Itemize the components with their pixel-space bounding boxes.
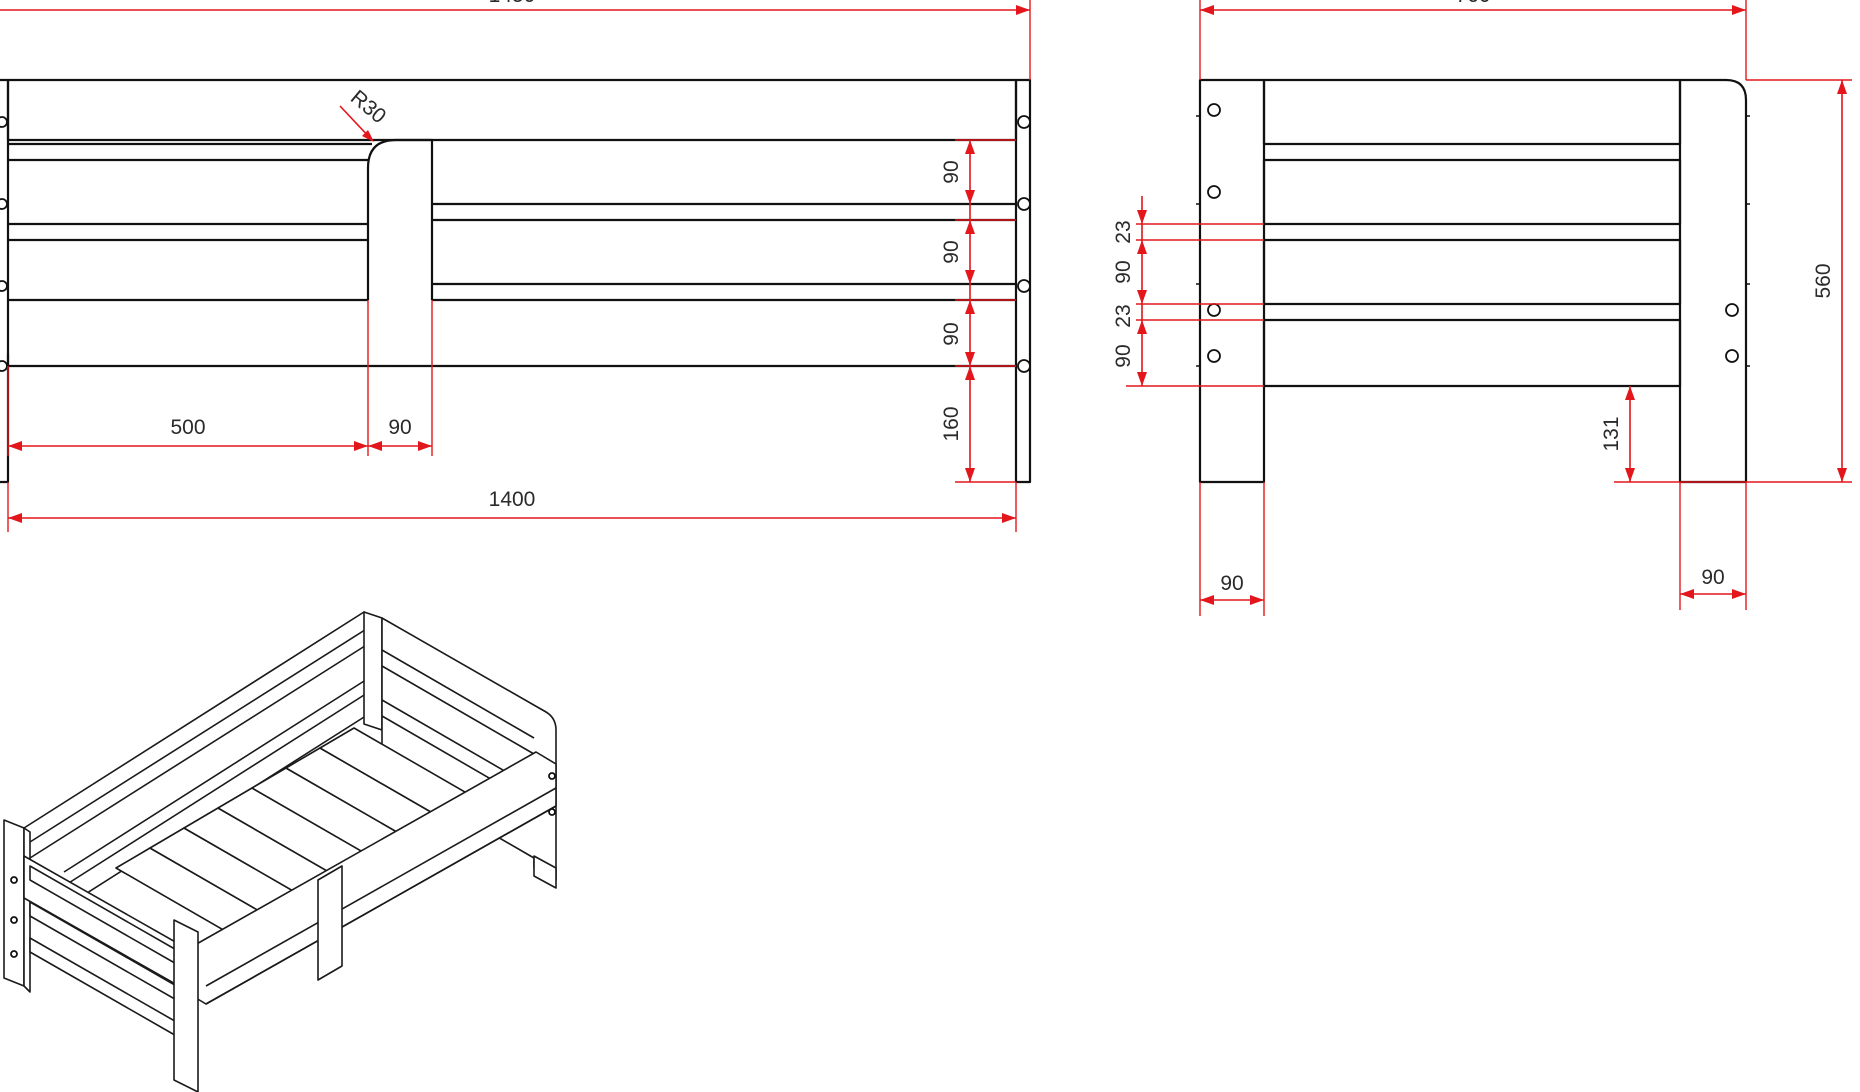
dim-front-guard-width: 90 — [388, 416, 411, 439]
dim-front-clearance: 160 — [940, 406, 963, 441]
dim-front-inner-length: 1400 — [489, 488, 536, 511]
side-view: 760 23 90 23 90 560 131 — [1112, 0, 1852, 616]
dim-front-guard-offset: 500 — [170, 416, 205, 439]
dim-side-height: 560 — [1812, 263, 1835, 298]
dim-radius: R30 — [346, 86, 390, 128]
dim-side-gap-1: 23 — [1112, 220, 1135, 243]
dim-side-slat-2: 90 — [1112, 344, 1135, 367]
dim-side-overall: 760 — [1455, 0, 1490, 7]
isometric-view — [3, 611, 557, 1092]
dim-side-slat-1: 90 — [1112, 260, 1135, 283]
dim-side-clearance: 131 — [1600, 416, 1623, 451]
dim-front-overall: 1450 — [489, 0, 536, 7]
dim-front-slat-2: 90 — [940, 240, 963, 263]
dim-front-slat-1: 90 — [940, 160, 963, 183]
dim-side-leg-left: 90 — [1220, 572, 1243, 595]
dim-side-leg-right: 90 — [1701, 566, 1724, 589]
dim-front-slat-3: 90 — [940, 322, 963, 345]
front-view: 1450 R30 90 90 90 160 500 90 — [0, 0, 1032, 532]
dim-side-gap-2: 23 — [1112, 304, 1135, 327]
